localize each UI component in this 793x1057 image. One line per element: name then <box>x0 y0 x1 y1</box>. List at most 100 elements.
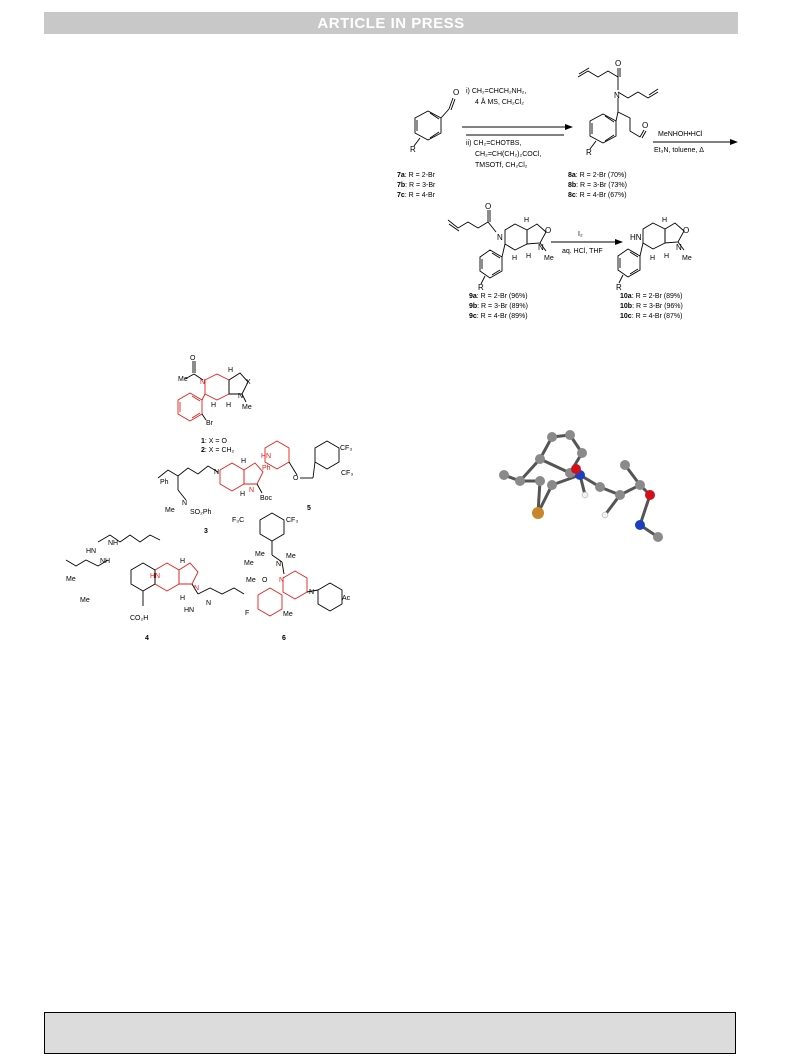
atom-Me: Me <box>80 597 90 604</box>
atom-Me: Me <box>178 376 188 383</box>
atom-H: H <box>512 255 517 262</box>
atom-H: H <box>180 558 185 565</box>
atom-HN: HN <box>184 607 194 614</box>
atom-Me: Me <box>66 576 76 583</box>
atom-CF3: CF₃ <box>340 445 352 452</box>
atom-O: O <box>642 121 648 130</box>
atom-Boc: Boc <box>260 495 273 502</box>
condition-step2-2: Et₃N, toluene, Δ <box>654 147 704 154</box>
condition-i-1: i) CH₂=CHCH₂NH₂, <box>466 88 527 95</box>
atom-NH: NH <box>108 540 118 547</box>
atom-NH: NH <box>100 558 110 565</box>
atom-CF3: CF₃ <box>341 470 353 477</box>
compound-7b-label: 7b: R = 3-Br <box>397 182 436 189</box>
atom-H: H <box>241 458 246 465</box>
atom-N: N <box>194 585 199 592</box>
aryl-ring-10 <box>617 248 641 278</box>
pyrrolidine-ring-4 <box>178 562 199 585</box>
atom-H: H <box>226 402 231 409</box>
atom-O: O <box>545 226 551 235</box>
atom-HN: HN <box>86 548 96 555</box>
synthesis-scheme: O R O N O R O N O N Me H H H R HN O N Me… <box>397 59 738 320</box>
atom-Me: Me <box>242 404 252 411</box>
atom-N: N <box>249 487 254 494</box>
atom-O: O <box>190 355 196 362</box>
compound-9a-label: 9a: R = 2-Br (96%) <box>469 293 528 300</box>
pentenoyl-chain-8 <box>577 70 619 78</box>
piperidine-ring-9 <box>504 223 528 251</box>
piperidine-ring-3 <box>219 462 245 492</box>
atom-F3C: F₃C <box>232 517 244 524</box>
atom-Me: Me <box>246 577 256 584</box>
atom-HN: HN <box>630 233 642 242</box>
atom-N: N <box>279 577 284 584</box>
condition-step3-2: aq. HCl, THF <box>562 248 603 255</box>
atom-R: R <box>616 283 622 292</box>
atom-X: X <box>246 379 251 386</box>
atom-O: O <box>615 59 621 68</box>
atom-Me: Me <box>255 551 265 558</box>
condition-ii-2: CH₂=CH(CH₂)₂COCl, <box>475 151 541 158</box>
aryl-ring-6-top <box>259 512 285 542</box>
atom-CF3: CF₃ <box>286 517 298 524</box>
compound-8c-label: 8c: R = 4-Br (67%) <box>568 192 627 199</box>
isoxazolidine-ring-10 <box>664 222 685 244</box>
atom-H: H <box>240 491 245 498</box>
compound-10b-label: 10b: R = 3-Br (96%) <box>620 303 683 310</box>
piperidine-ring-6 <box>282 570 308 600</box>
structures-figure: Me O N H X N H H Me Br 1: X = O 2: X = C… <box>65 355 353 642</box>
atom-HN: HN <box>261 453 271 460</box>
compound-2-label: 2: X = CH₂ <box>201 447 235 454</box>
isoxazolidine-ring-9 <box>526 223 547 245</box>
compound-6-label: 6 <box>282 635 286 642</box>
atom-O: O <box>293 475 299 482</box>
atom-Me: Me <box>286 553 296 560</box>
pyrrolidine-ring-3 <box>243 462 264 485</box>
atom-H: H <box>211 402 216 409</box>
condition-ii-1: ii) CH₂=CHOTBS, <box>466 140 521 147</box>
atom-HN: HN <box>150 573 160 580</box>
compound-8b-label: 8b: R = 3-Br (73%) <box>568 182 627 189</box>
atom-R: R <box>586 148 592 157</box>
atom-H: H <box>524 217 529 224</box>
compound-1-label: 1: X = O <box>201 438 227 445</box>
compound-9c-label: 9c: R = 4-Br (89%) <box>469 313 528 320</box>
atom-Ac: Ac <box>342 595 351 602</box>
atom-H: H <box>662 217 667 224</box>
atom-H: H <box>664 253 669 260</box>
condition-step2-1: MeNHOH•HCl <box>658 131 703 138</box>
aryl-ring-4 <box>130 562 156 592</box>
atom-H: H <box>228 367 233 374</box>
aryl-ring-5 <box>314 440 340 470</box>
compound-4-label: 4 <box>145 635 149 642</box>
atom-Me: Me <box>682 255 692 262</box>
atom-Me: Me <box>544 255 554 262</box>
atom-R: R <box>478 283 484 292</box>
aryl-ring-8 <box>589 113 617 144</box>
xray-crystal-structure <box>499 430 663 542</box>
atom-Br: Br <box>206 420 214 427</box>
condition-step3-1: I₂ <box>578 231 583 238</box>
atom-N: N <box>276 561 281 568</box>
atom-O: O <box>453 88 459 97</box>
compound-10a-label: 10a: R = 2-Br (89%) <box>620 293 682 300</box>
compound-10c-label: 10c: R = 4-Br (87%) <box>620 313 682 320</box>
atom-Ph: Ph <box>262 465 271 472</box>
atom-H: H <box>526 253 531 260</box>
compound-9b-label: 9b: R = 3-Br (89%) <box>469 303 528 310</box>
atom-N: N <box>614 91 620 100</box>
atom-F: F <box>245 610 249 617</box>
atom-H: H <box>180 595 185 602</box>
compound-3-label: 3 <box>204 528 208 535</box>
footer-box <box>44 1012 736 1054</box>
atom-N: N <box>238 393 243 400</box>
compound-7a-label: 7a: R = 2-Br <box>397 172 436 179</box>
compound-5-label: 5 <box>307 505 311 512</box>
atom-Me: Me <box>283 611 293 618</box>
atom-N: N <box>182 500 187 507</box>
pentenoyl-chain-9 <box>447 219 489 229</box>
aryl-ring-1 <box>177 392 203 422</box>
aryl-ring-9 <box>479 249 503 279</box>
atom-N: N <box>206 600 211 607</box>
atom-O: O <box>683 226 689 235</box>
